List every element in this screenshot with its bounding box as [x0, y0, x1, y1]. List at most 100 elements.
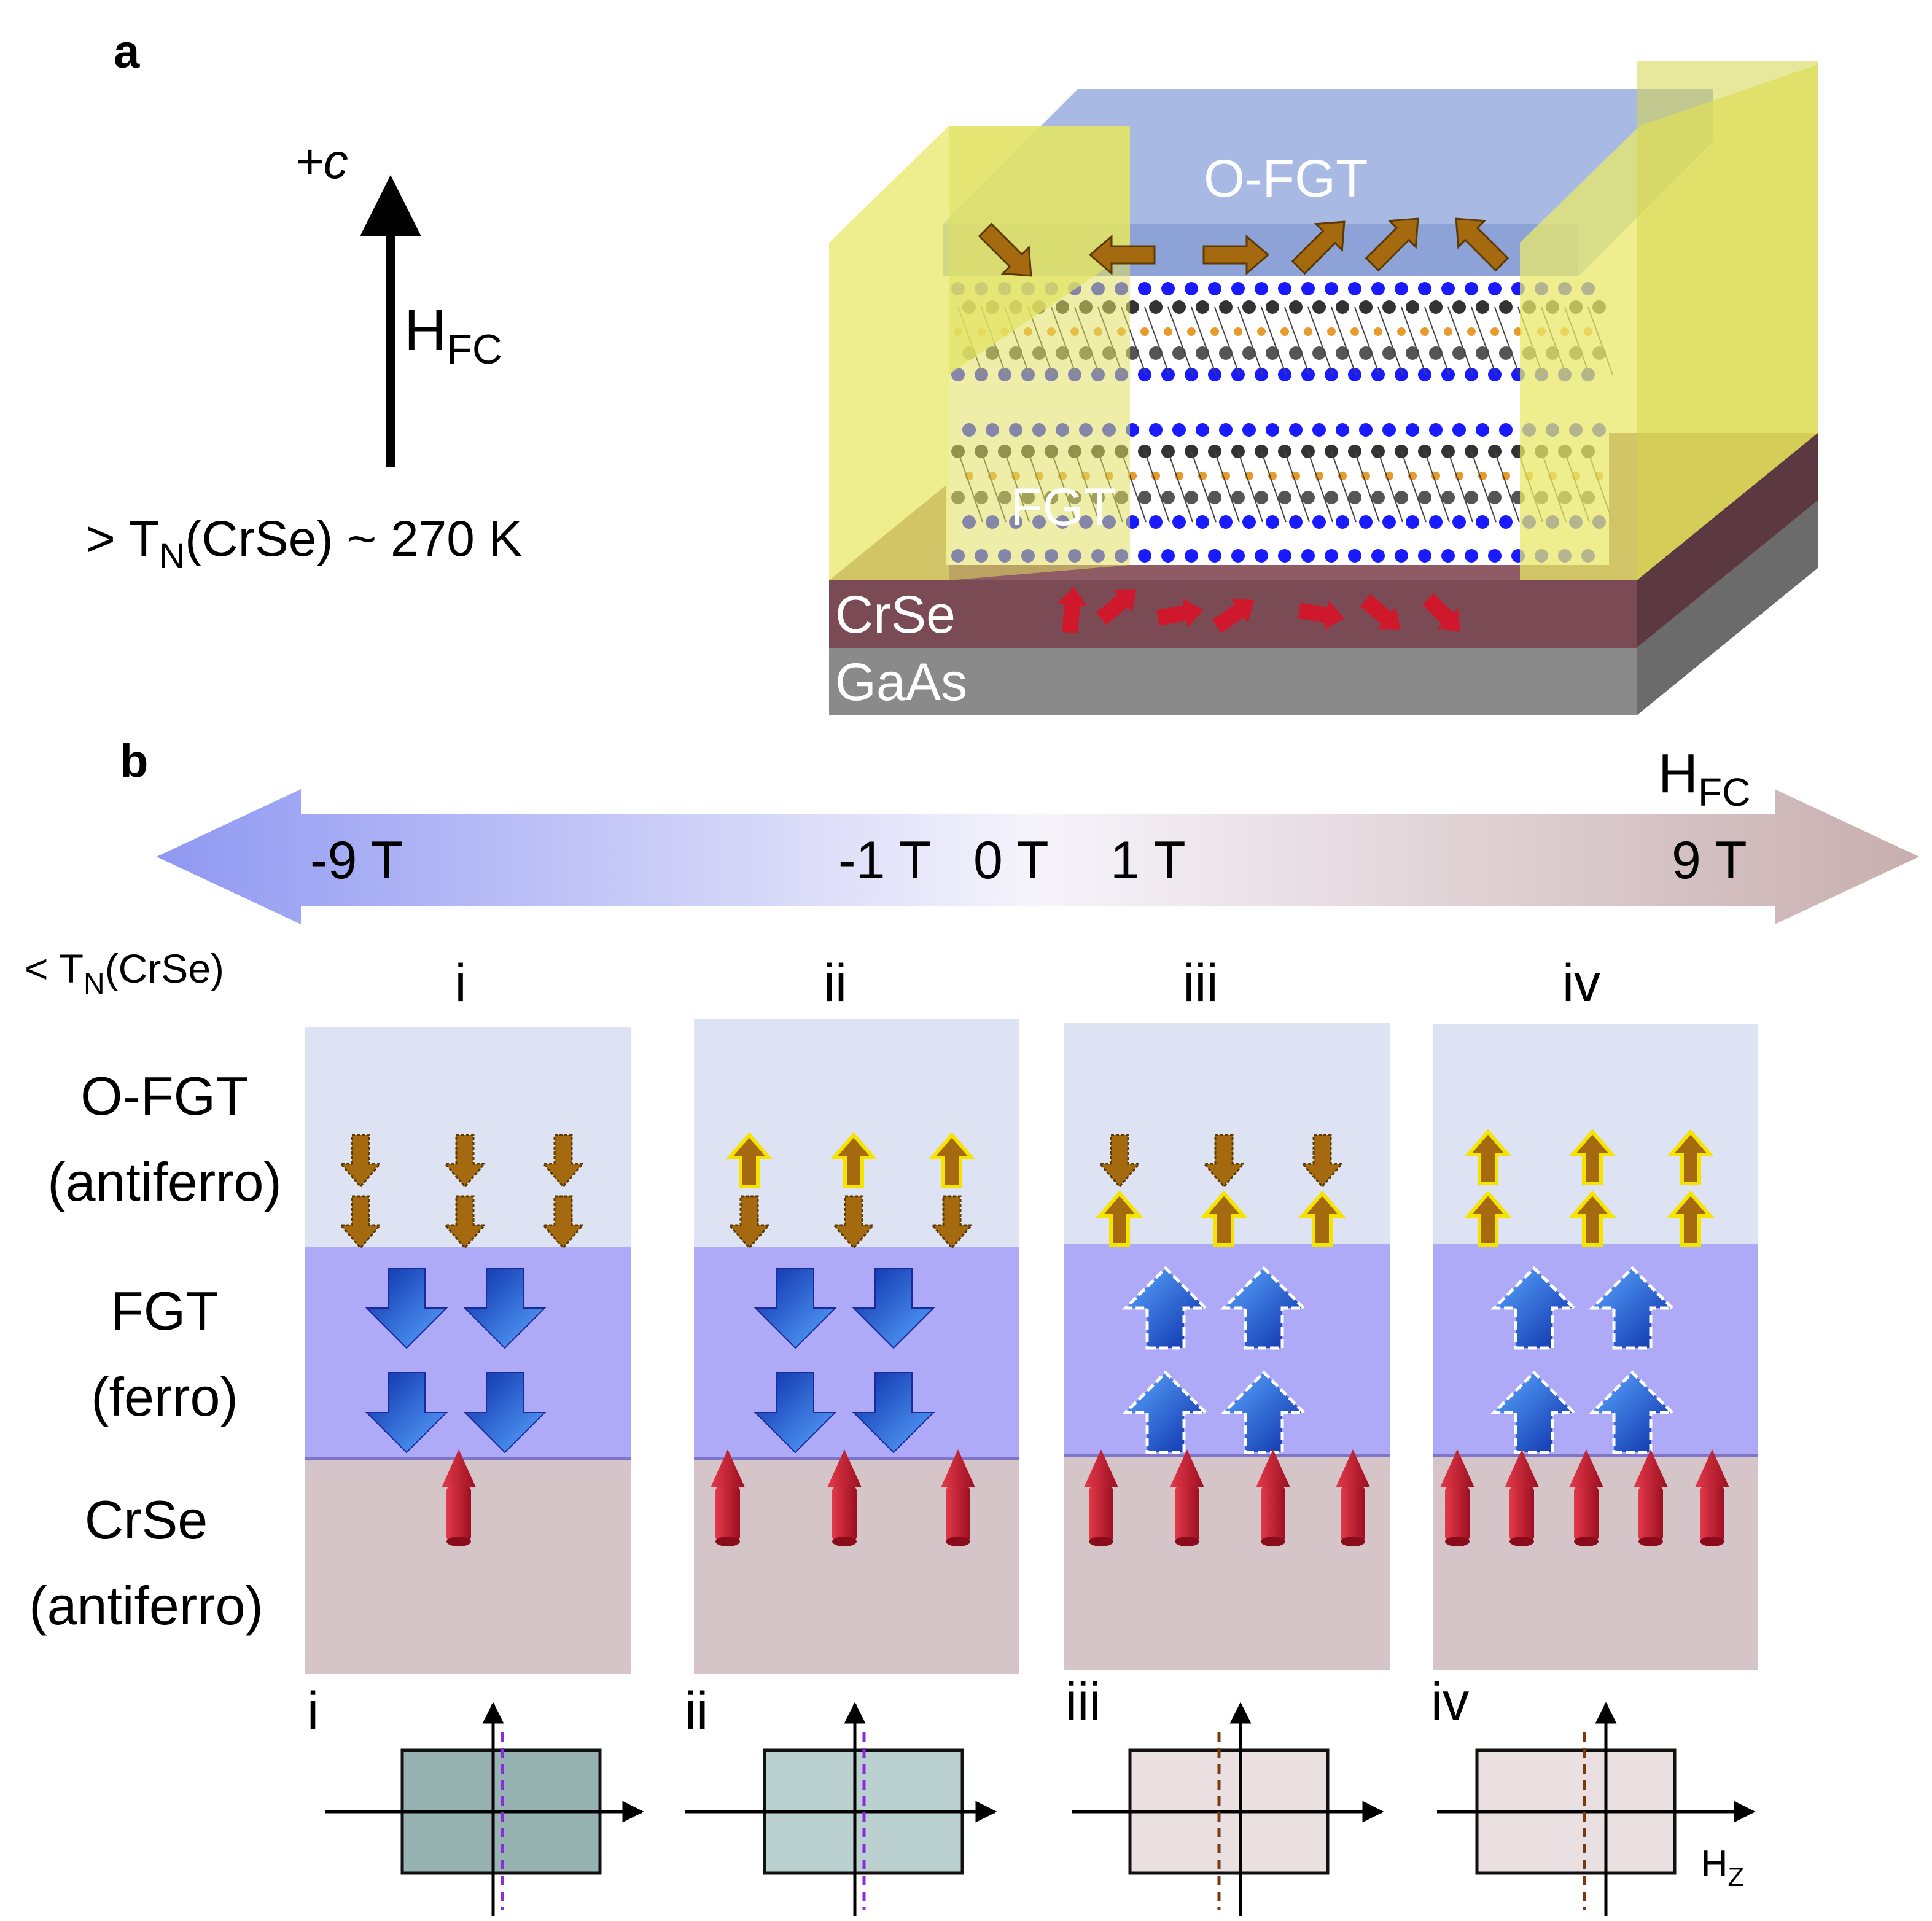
ofgt-spin-down: [1097, 1134, 1142, 1188]
crse-spin-up: [1336, 1449, 1370, 1546]
atom-bond: [1377, 451, 1403, 523]
fgt-layer-block: [305, 1247, 631, 1459]
ofgt-spin-down: [930, 1195, 974, 1250]
loop-label-iv: iv: [1431, 1672, 1469, 1731]
atom: [1359, 423, 1373, 437]
crse-spin-arrow: [1156, 598, 1204, 628]
atom-bond: [1144, 306, 1170, 375]
atom: [1499, 300, 1513, 314]
atom: [1278, 491, 1291, 504]
atom-bond: [1237, 306, 1263, 375]
atom: [1476, 423, 1489, 437]
spin-arrow-body: [365, 1268, 448, 1349]
fgt-layer-label: FGT: [1010, 478, 1116, 537]
atom-bond: [1214, 451, 1240, 523]
spin-arrow-base: [1700, 1537, 1724, 1546]
crse-spin-up: [1505, 1449, 1539, 1546]
atom: [1257, 327, 1266, 336]
atom-bond: [1284, 306, 1310, 375]
atom: [1465, 282, 1478, 295]
ofgt-spin-down: [541, 1134, 585, 1188]
spin-arrow-head: [711, 1449, 745, 1487]
spin-arrow-body: [978, 222, 1032, 277]
spin-arrow-body: [1291, 220, 1346, 275]
spin-arrow-body: [1365, 217, 1419, 272]
atom: [1255, 282, 1268, 295]
panel-b-label: b: [120, 735, 148, 787]
field-label-a: HFC: [404, 297, 502, 373]
atom: [1336, 515, 1349, 529]
atom-bond: [1401, 306, 1427, 375]
atom: [1418, 549, 1431, 563]
ofgt-spin-up: [1667, 1190, 1715, 1247]
loop-label-ii: ii: [685, 1681, 708, 1740]
atom-bond: [1471, 451, 1497, 523]
fgt-spin-down: [754, 1268, 837, 1349]
atom: [1444, 327, 1452, 336]
ofgt-spin-up: [1464, 1190, 1512, 1247]
c-axis-arrow: [360, 175, 421, 467]
row-label-crse: CrSe: [85, 1489, 208, 1550]
spin-arrow-body: [1300, 1134, 1344, 1188]
fgt-spin-up: [1490, 1266, 1578, 1350]
atom-bond: [1261, 451, 1287, 523]
atom: [1418, 368, 1431, 381]
crse-spin-arrow: [1422, 593, 1461, 632]
atom-bond: [1284, 451, 1310, 523]
spin-arrow-body: [1121, 1370, 1210, 1454]
atom: [1231, 282, 1245, 295]
atom: [1278, 368, 1291, 381]
spin-arrow-shaft: [1509, 1486, 1534, 1541]
atom: [1348, 491, 1361, 504]
spin-arrow-body: [1096, 589, 1137, 625]
atom: [1161, 368, 1175, 381]
spin-arrow-head: [1440, 1449, 1474, 1487]
atom-bond: [1424, 306, 1450, 375]
crse-spin-up: [1695, 1449, 1729, 1546]
atom: [1149, 423, 1163, 437]
spin-arrow-body: [727, 1195, 771, 1250]
atom: [1467, 327, 1476, 336]
crse-spin-arrow: [1360, 594, 1401, 630]
crse-spin-arrow: [1057, 586, 1087, 633]
spin-arrow-shaft: [446, 1486, 471, 1541]
atom: [1336, 423, 1349, 437]
atom: [1452, 423, 1466, 437]
atom: [1266, 300, 1279, 314]
spin-arrow-head: [827, 1449, 862, 1487]
crse-spin-arrows: [1057, 586, 1461, 633]
atom: [1348, 282, 1361, 295]
spin-arrow-shaft: [1574, 1486, 1599, 1541]
temperature-label-b: < TN(CrSe): [25, 946, 224, 1000]
spin-arrow-body: [1298, 601, 1345, 630]
ofgt-spin-arrow: [1291, 220, 1346, 275]
atom-bond: [1354, 451, 1380, 523]
spin-arrow-shaft: [946, 1486, 970, 1541]
atom: [1301, 282, 1315, 295]
spin-arrow-base: [946, 1537, 970, 1546]
atom: [1429, 423, 1443, 437]
atom: [1406, 300, 1419, 314]
column-stack-iii: [1064, 1023, 1390, 1670]
hysteresis-loop-i: [325, 1702, 644, 1916]
loop-label-i: i: [307, 1681, 319, 1740]
atom: [1196, 300, 1209, 314]
atom: [1325, 491, 1338, 504]
atom: [1371, 491, 1385, 504]
spin-arrow-head: [1695, 1449, 1729, 1487]
atom: [1312, 300, 1326, 314]
crse-spin-up: [1634, 1449, 1668, 1546]
spin-arrow-shaft: [1638, 1486, 1663, 1541]
atom: [1289, 515, 1303, 529]
atom: [1196, 423, 1209, 437]
spin-arrow-body: [1298, 1190, 1346, 1247]
row-label-ofgt: O-FGT: [80, 1066, 249, 1126]
atom-bond: [1191, 451, 1217, 523]
atom: [1325, 549, 1338, 563]
spin-arrow-head: [1505, 1449, 1539, 1487]
atom: [1196, 346, 1209, 360]
atom: [1242, 423, 1256, 437]
crse-spin-up: [711, 1449, 745, 1546]
atom: [1499, 515, 1513, 529]
fgt-spin-up: [1588, 1266, 1677, 1350]
